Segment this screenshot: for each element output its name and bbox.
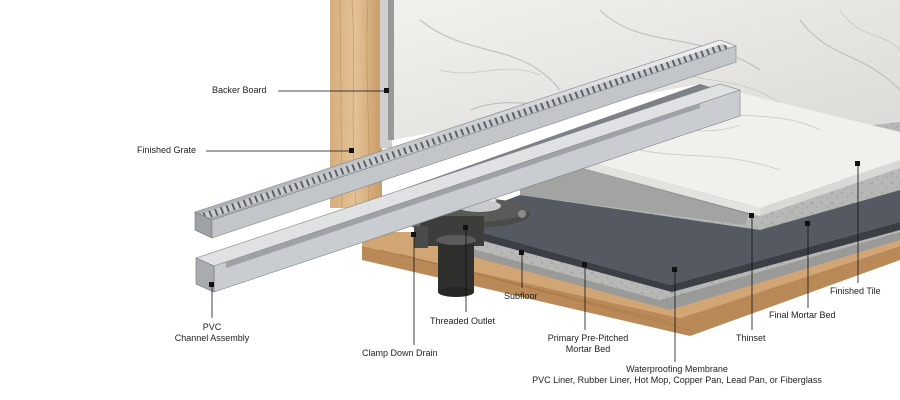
label-threaded-outlet: Threaded Outlet <box>430 316 496 326</box>
label-final-mortar-bed: Final Mortar Bed <box>769 310 836 320</box>
label-primary-mortar-line1: Primary Pre-Pitched <box>547 333 629 343</box>
label-clamp-down-drain: Clamp Down Drain <box>362 348 438 358</box>
label-subfloor: Subfloor <box>504 291 538 301</box>
leader-lines <box>206 90 859 362</box>
label-primary-mortar-line2: Mortar Bed <box>565 344 611 354</box>
label-thinset: Thinset <box>736 333 766 343</box>
label-pvc-channel-assembly: PVC Channel Assembly <box>170 322 254 344</box>
label-waterproofing-line1: Waterproofing Membrane <box>626 364 728 374</box>
label-waterproofing-membrane: Waterproofing Membrane PVC Liner, Rubber… <box>512 364 842 386</box>
leader-markers <box>209 88 860 287</box>
finished-tile <box>545 88 900 216</box>
label-waterproofing-line2: PVC Liner, Rubber Liner, Hot Mop, Copper… <box>532 375 822 385</box>
label-primary-mortar-bed: Primary Pre-Pitched Mortar Bed <box>538 333 638 355</box>
label-pvc-channel-line1: PVC <box>202 322 222 332</box>
label-finished-tile: Finished Tile <box>830 286 881 296</box>
finished-grate <box>194 39 737 239</box>
label-finished-grate: Finished Grate <box>137 145 197 155</box>
label-backer-board: Backer Board <box>212 85 267 95</box>
pvc-channel-assembly <box>195 83 741 293</box>
label-pvc-channel-line2: Channel Assembly <box>174 333 250 343</box>
